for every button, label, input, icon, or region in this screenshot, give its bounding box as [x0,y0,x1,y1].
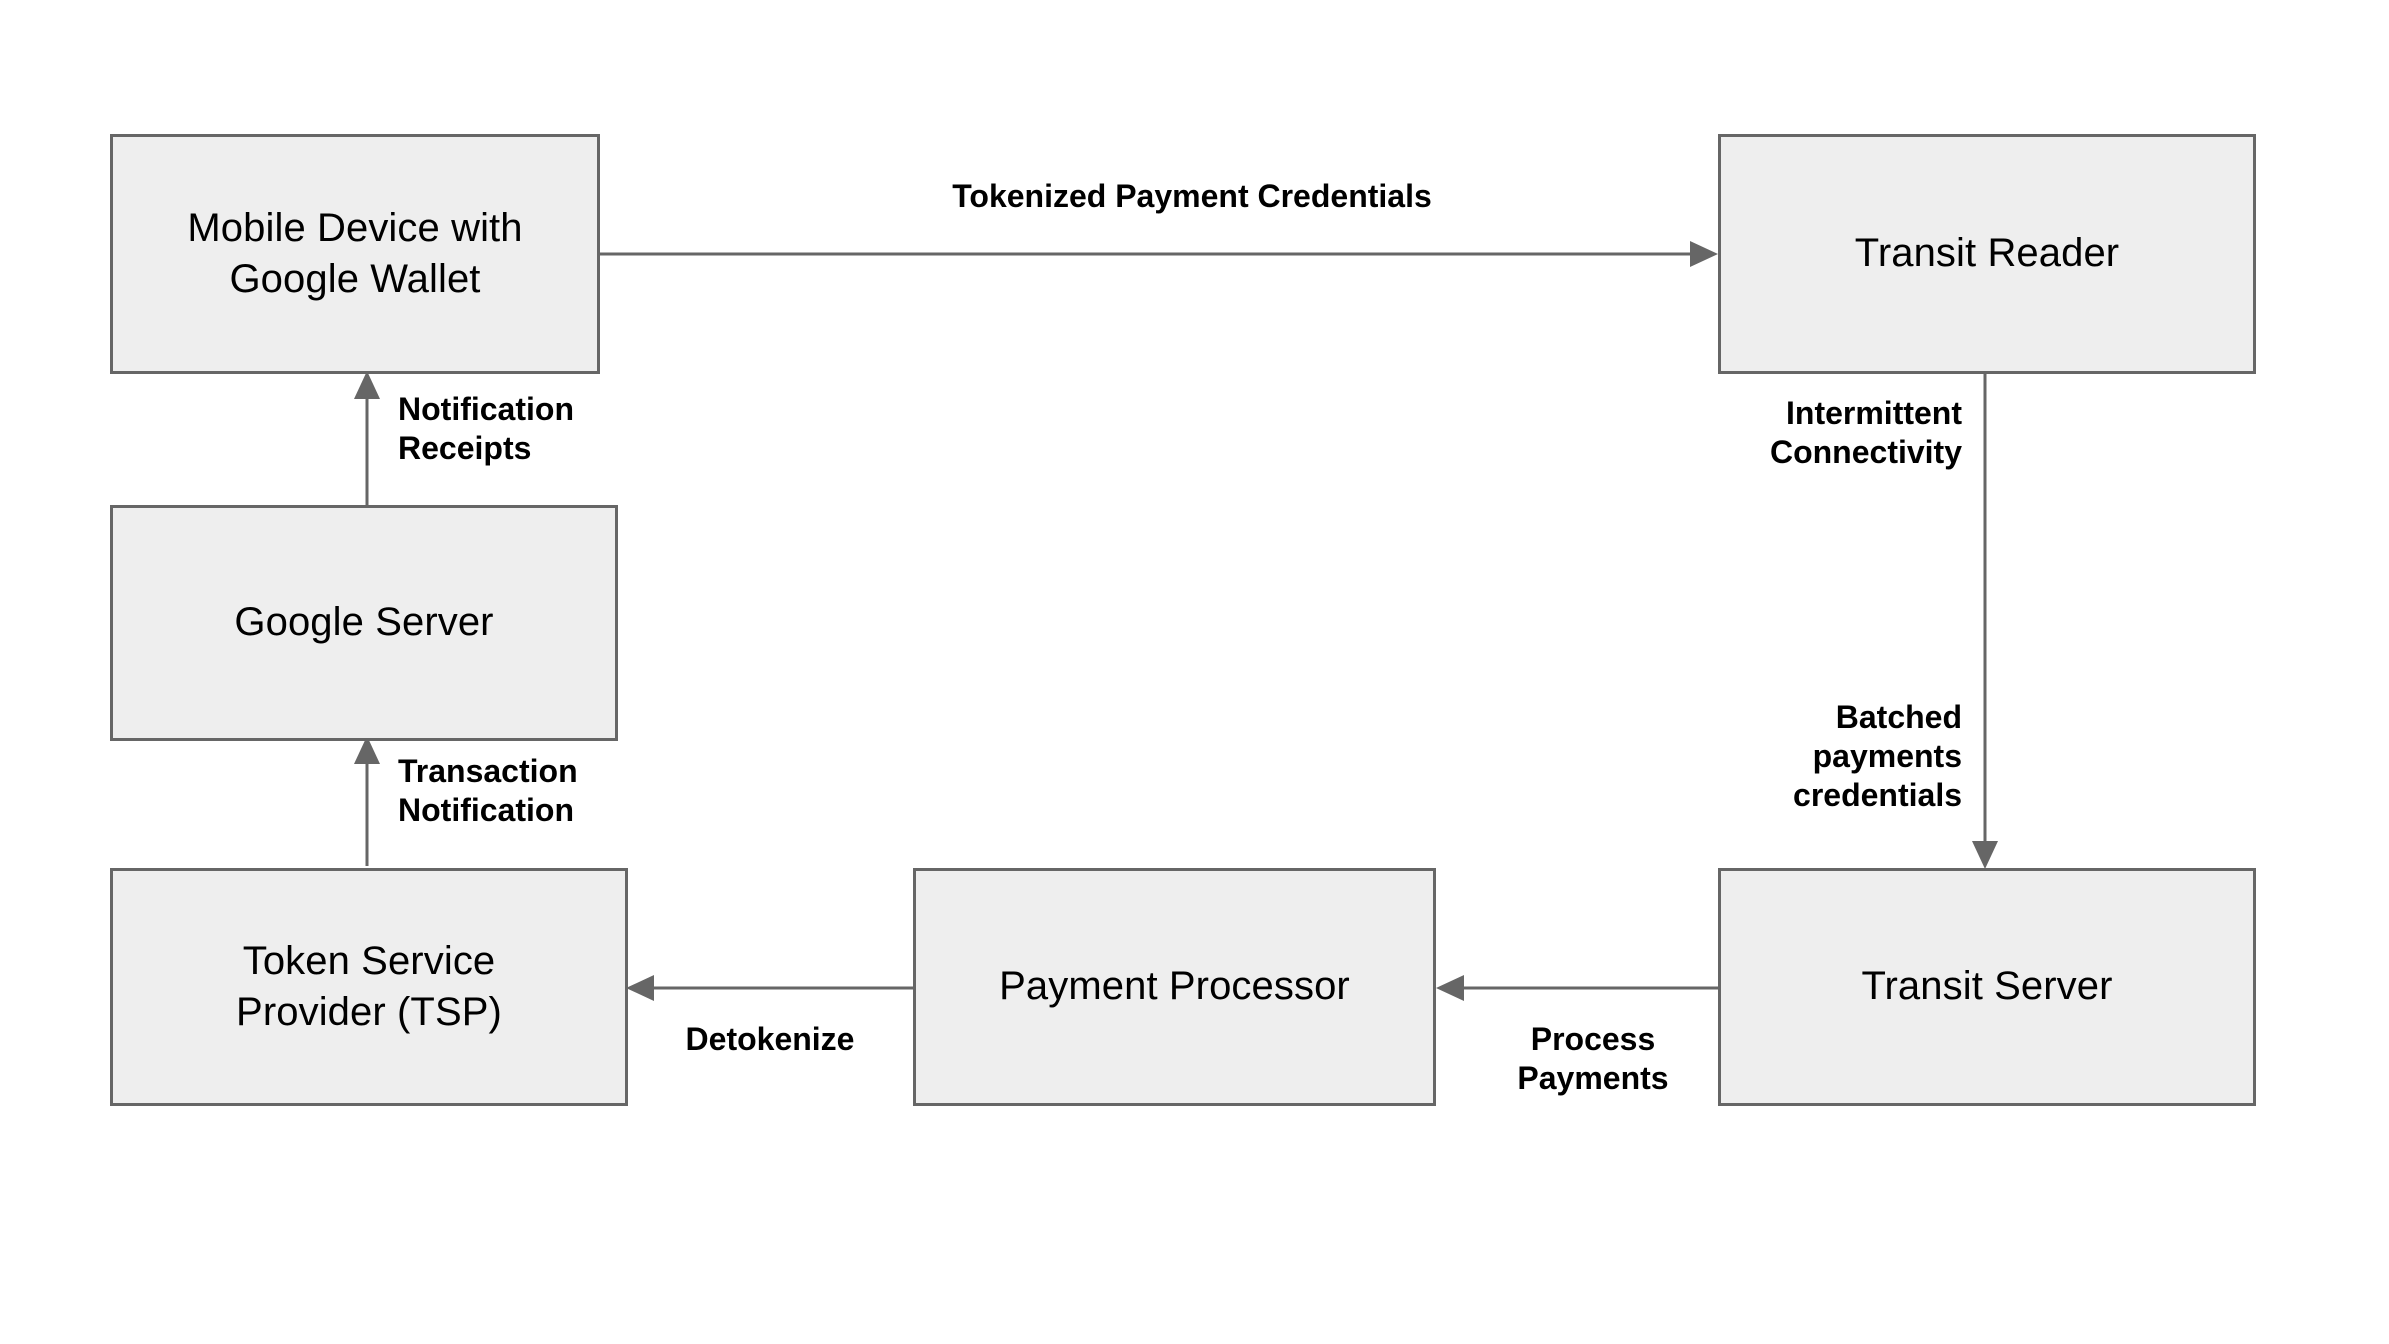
edge-label-notification-receipts: Notification Receipts [398,391,574,467]
edge-label-tokenized-payment-credentials: Tokenized Payment Credentials [952,178,1432,214]
node-transit-server[interactable]: Transit Server [1718,868,2256,1106]
connector-reader-to-transit-server [1972,374,1998,869]
connector-processor-to-tsp [626,975,913,1001]
node-payment-processor[interactable]: Payment Processor [913,868,1436,1106]
edge-label-process-payments: Process Payments [1517,1021,1669,1097]
edge-label-detokenize: Detokenize [685,1021,855,1057]
edge-label-batched-payments-credentials: Batched payments credentials [1793,699,1962,814]
node-mobile-device[interactable]: Mobile Device with Google Wallet [110,134,600,374]
node-transit-reader[interactable]: Transit Reader [1718,134,2256,374]
connector-mobile-to-reader [600,241,1718,267]
edge-label-transaction-notification: Transaction Notification [398,753,578,829]
connector-google-server-to-mobile [354,371,380,505]
node-token-service-provider[interactable]: Token Service Provider (TSP) [110,868,628,1106]
edge-label-intermittent-connectivity: Intermittent Connectivity [1769,395,1962,471]
connector-transit-server-to-processor [1436,975,1718,1001]
node-google-server[interactable]: Google Server [110,505,618,741]
connector-tsp-to-google-server [354,736,380,866]
